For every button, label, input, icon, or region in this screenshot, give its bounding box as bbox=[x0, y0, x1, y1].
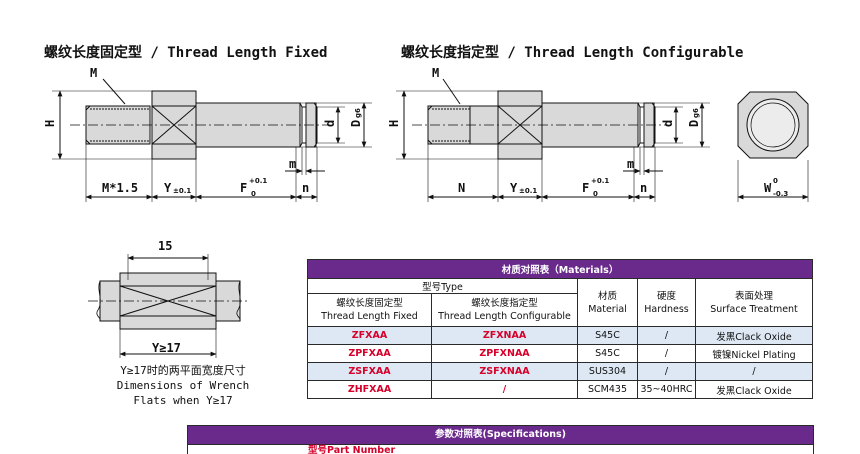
cell-hardness: / bbox=[637, 362, 696, 381]
dim-m-fixed: M bbox=[90, 66, 97, 80]
cell-fixed-code: ZPFXAA bbox=[307, 344, 432, 363]
cell-conf-code: ZFXNAA bbox=[431, 326, 578, 345]
dim-D-sub-conf: g6 bbox=[692, 108, 700, 118]
cell-conf-code: / bbox=[431, 380, 578, 399]
dim-wrench-15: 15 bbox=[158, 239, 172, 253]
cell-hardness: / bbox=[637, 326, 696, 345]
cell-conf-code: ZSFXNAA bbox=[431, 362, 578, 381]
dim-y-tol-conf: ±0.1 bbox=[519, 187, 537, 195]
dim-D-fixed: D bbox=[349, 120, 363, 127]
dim-y-fixed: Y bbox=[164, 181, 172, 195]
dim-d-fixed: d bbox=[323, 120, 337, 127]
table-row: ZHFXAA / SCM435 35~40HRC 发黑Clack Oxide bbox=[307, 380, 814, 399]
dim-f-tol-top-fixed: +0.1 bbox=[249, 177, 267, 185]
drawing-configurable bbox=[396, 78, 710, 202]
dim-W: W bbox=[764, 181, 772, 195]
dim-n-conf: n bbox=[640, 181, 647, 195]
dim-f-fixed: F bbox=[240, 181, 247, 195]
cell-material: SCM435 bbox=[577, 380, 638, 399]
dim-m-small-conf: m bbox=[627, 157, 634, 171]
cell-material: SUS304 bbox=[577, 362, 638, 381]
dim-y-tol-fixed: ±0.1 bbox=[173, 187, 191, 195]
drawing-end-view bbox=[737, 91, 809, 202]
title-configurable: 螺纹长度指定型 / Thread Length Configurable bbox=[401, 45, 744, 61]
dim-f-tol-bot-fixed: 0 bbox=[251, 190, 256, 198]
wrench-note-line2: Dimensions of Wrench bbox=[116, 379, 250, 392]
specs-first-cell: 型号Part Number bbox=[308, 445, 396, 454]
type-header: 型号Type bbox=[307, 278, 578, 294]
dim-wrench-y: Y≥17 bbox=[152, 341, 181, 355]
dim-m-small-fixed: m bbox=[289, 157, 296, 171]
cell-hardness: 35~40HRC bbox=[637, 380, 696, 399]
dim-D-conf: D bbox=[687, 120, 701, 127]
table-row: ZPFXAA ZPFXNAA S45C / 镀镍Nickel Plating bbox=[307, 344, 814, 363]
dim-f-tol-top-conf: +0.1 bbox=[591, 177, 609, 185]
dim-f-tol-bot-conf: 0 bbox=[593, 190, 598, 198]
cell-surface: / bbox=[694, 362, 814, 381]
cell-conf-code: ZPFXNAA bbox=[431, 344, 578, 363]
cell-material: S45C bbox=[577, 344, 638, 363]
cell-fixed-code: ZHFXAA bbox=[307, 380, 432, 399]
dim-N: N bbox=[458, 181, 465, 195]
dim-d-conf: d bbox=[661, 120, 675, 127]
title-fixed: 螺纹长度固定型 / Thread Length Fixed bbox=[44, 45, 328, 61]
dim-n-fixed: n bbox=[302, 181, 309, 195]
dim-h-fixed: H bbox=[43, 120, 57, 127]
cell-surface: 镀镍Nickel Plating bbox=[694, 344, 814, 363]
specs-table: 型号Part Number bbox=[187, 444, 814, 454]
table-row: ZSFXAA ZSFXNAA SUS304 / / bbox=[307, 362, 814, 381]
dim-m15: M*1.5 bbox=[102, 181, 138, 195]
cell-hardness: / bbox=[637, 344, 696, 363]
dim-f-conf: F bbox=[582, 181, 589, 195]
drawing-wrench-flats bbox=[88, 254, 250, 358]
drawing-fixed bbox=[52, 78, 372, 202]
wrench-note: Y≥17时的两平面宽度尺寸 Dimensions of Wrench Flats… bbox=[88, 363, 278, 408]
dim-y-conf: Y bbox=[510, 181, 518, 195]
cell-material: S45C bbox=[577, 326, 638, 345]
table-row: ZFXAA ZFXNAA S45C / 发黑Clack Oxide bbox=[307, 326, 814, 345]
cell-surface: 发黑Clack Oxide bbox=[694, 380, 814, 399]
dim-m-conf: M bbox=[432, 66, 439, 80]
cell-fixed-code: ZFXAA bbox=[307, 326, 432, 345]
dim-h-conf: H bbox=[387, 120, 401, 127]
dim-w-tol-bot: -0.3 bbox=[773, 190, 788, 198]
dim-D-sub-fixed: g6 bbox=[354, 108, 362, 118]
specs-title: 参数对照表(Specifications) bbox=[187, 425, 814, 445]
materials-title: 材质对照表（Materials） bbox=[306, 259, 814, 279]
dim-w-tol-top: 0 bbox=[773, 177, 778, 185]
wrench-note-line3: Flats when Y≥17 bbox=[133, 394, 233, 407]
wrench-note-line1: Y≥17时的两平面宽度尺寸 bbox=[120, 364, 246, 377]
cell-fixed-code: ZSFXAA bbox=[307, 362, 432, 381]
cell-surface: 发黑Clack Oxide bbox=[694, 326, 814, 345]
